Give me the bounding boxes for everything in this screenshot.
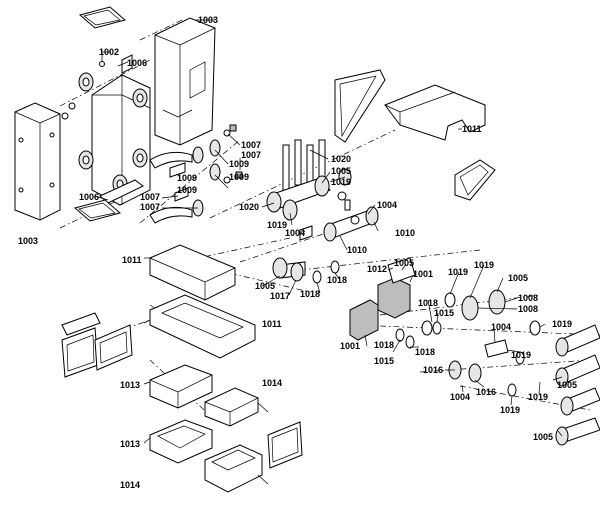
label-1009: 1009 — [229, 159, 249, 169]
label-1001: 1001 — [340, 341, 360, 351]
insulation-top-right — [334, 69, 496, 201]
label-1009: 1009 — [229, 172, 249, 182]
label-1005: 1005 — [508, 273, 528, 283]
label-1019: 1019 — [448, 267, 468, 277]
label-1004: 1004 — [285, 228, 305, 238]
label-1005: 1005 — [331, 166, 351, 176]
label-1005: 1005 — [557, 380, 577, 390]
label-1006: 1006 — [79, 192, 99, 202]
label-1007: 1007 — [140, 202, 160, 212]
label-1015: 1015 — [434, 308, 454, 318]
label-1016: 1016 — [476, 387, 496, 397]
label-1015: 1015 — [374, 356, 394, 366]
label-1011: 1011 — [122, 255, 142, 265]
label-1018: 1018 — [300, 289, 320, 299]
insulation-bottom — [61, 244, 303, 493]
label-1018: 1018 — [418, 298, 438, 308]
label-1018: 1018 — [374, 340, 394, 350]
label-1009: 1009 — [177, 185, 197, 195]
label-1019: 1019 — [267, 220, 287, 230]
pump-section — [272, 257, 541, 397]
label-1014: 1014 — [120, 480, 140, 490]
hydraulic-block — [61, 52, 151, 206]
label-1009: 1009 — [177, 173, 197, 183]
label-1003: 1003 — [18, 236, 38, 246]
label-1011: 1011 — [262, 319, 282, 329]
label-1008: 1008 — [518, 304, 538, 314]
label-1003: 1003 — [198, 15, 218, 25]
label-1010: 1010 — [347, 245, 367, 255]
label-1019: 1019 — [511, 350, 531, 360]
label-1019: 1019 — [474, 260, 494, 270]
label-1018: 1018 — [415, 347, 435, 357]
label-1008: 1008 — [518, 293, 538, 303]
label-1004: 1004 — [377, 200, 397, 210]
label-1019: 1019 — [528, 392, 548, 402]
part-labels: 1003 1002 1006 1003 1006 1011 1007 1007 … — [18, 15, 577, 490]
label-1004: 1004 — [450, 392, 470, 402]
label-1005: 1005 — [394, 258, 414, 268]
label-1007: 1007 — [140, 192, 160, 202]
label-1017: 1017 — [270, 291, 290, 301]
label-1019: 1019 — [331, 177, 351, 187]
leader-lines — [94, 19, 563, 485]
label-1019: 1019 — [552, 319, 572, 329]
insulation-shells — [14, 6, 216, 222]
pipe-cluster-centre — [266, 139, 379, 242]
label-1001: 1001 — [413, 269, 433, 279]
label-1020: 1020 — [239, 202, 259, 212]
label-1018: 1018 — [327, 275, 347, 285]
label-1019: 1019 — [500, 405, 520, 415]
label-1007: 1007 — [241, 150, 261, 160]
label-1012: 1012 — [367, 264, 387, 274]
label-1004: 1004 — [491, 322, 511, 332]
label-1013: 1013 — [120, 380, 140, 390]
label-1020: 1020 — [331, 154, 351, 164]
label-1002: 1002 — [99, 47, 119, 57]
label-1011: 1011 — [462, 124, 482, 134]
label-1013: 1013 — [120, 439, 140, 449]
label-1016: 1016 — [423, 365, 443, 375]
label-1005: 1005 — [255, 281, 275, 291]
label-1006: 1006 — [127, 58, 147, 68]
pipes-right — [555, 324, 600, 446]
label-1005: 1005 — [533, 432, 553, 442]
label-1010: 1010 — [395, 228, 415, 238]
label-1007: 1007 — [241, 140, 261, 150]
label-1014: 1014 — [262, 378, 282, 388]
